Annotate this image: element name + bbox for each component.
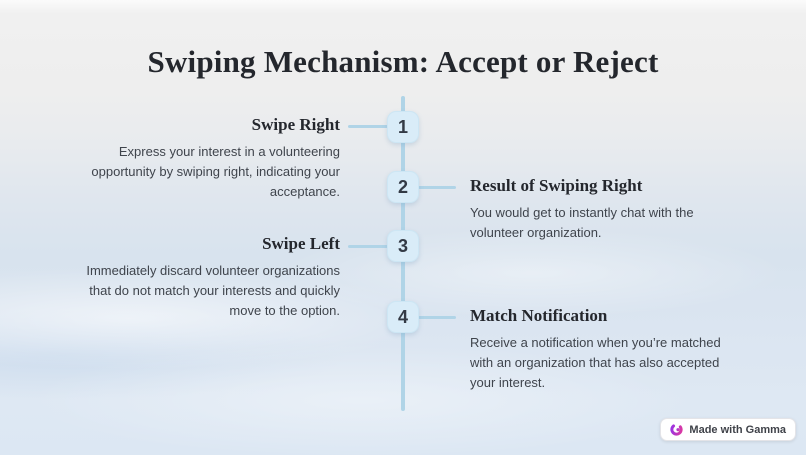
step-1-connector bbox=[348, 125, 388, 128]
step-2-body: You would get to instantly chat with the… bbox=[470, 205, 694, 240]
step-2-heading: Result of Swiping Right bbox=[470, 176, 643, 195]
step-1-number-box: 1 bbox=[387, 111, 419, 143]
step-4-number-box: 4 bbox=[387, 301, 419, 333]
step-1-body: Express your interest in a volunteering … bbox=[91, 144, 340, 199]
gamma-logo-icon bbox=[670, 423, 684, 436]
made-with-gamma-label: Made with Gamma bbox=[689, 423, 786, 436]
step-2-connector bbox=[418, 186, 456, 189]
step-1: Swipe Right Express your interest in a v… bbox=[84, 114, 340, 202]
step-1-heading: Swipe Right bbox=[251, 115, 340, 134]
step-3-number: 3 bbox=[397, 235, 408, 256]
step-3-heading: Swipe Left bbox=[262, 234, 340, 253]
step-3-number-box: 3 bbox=[387, 230, 419, 262]
step-2-number: 2 bbox=[397, 176, 408, 197]
step-4-number: 4 bbox=[397, 306, 408, 327]
step-3-body: Immediately discard volunteer organizati… bbox=[86, 263, 340, 318]
step-2: Result of Swiping Right You would get to… bbox=[470, 175, 732, 243]
step-2-number-box: 2 bbox=[387, 171, 419, 203]
step-4-heading: Match Notification bbox=[470, 306, 608, 325]
step-4-body: Receive a notification when you’re match… bbox=[470, 335, 721, 390]
step-1-number: 1 bbox=[397, 116, 408, 137]
step-3-connector bbox=[348, 245, 388, 248]
made-with-gamma-badge[interactable]: Made with Gamma bbox=[660, 418, 796, 441]
page-title: Swiping Mechanism: Accept or Reject bbox=[147, 44, 659, 79]
step-3: Swipe Left Immediately discard volunteer… bbox=[84, 233, 340, 321]
step-4-connector bbox=[418, 316, 456, 319]
step-4: Match Notification Receive a notificatio… bbox=[470, 305, 732, 393]
